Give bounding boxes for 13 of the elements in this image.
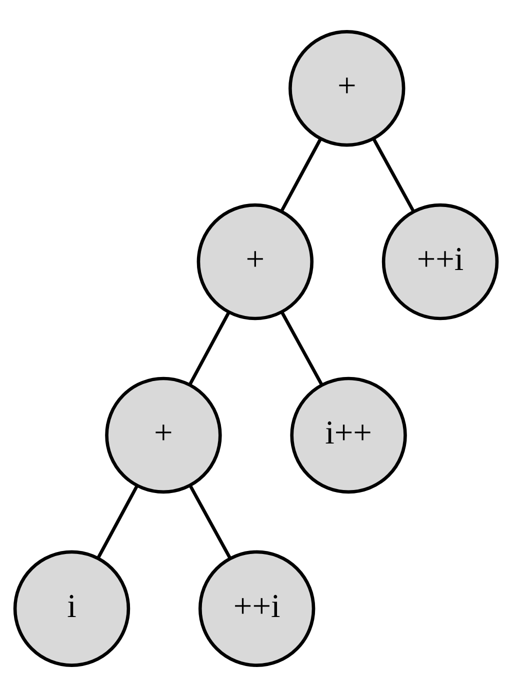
node-circle: + <box>196 203 314 320</box>
connector <box>188 484 232 560</box>
node-circle: + <box>105 376 222 494</box>
connector <box>280 311 324 386</box>
node-circle: ++i <box>382 203 499 320</box>
node-circle: i <box>13 550 130 667</box>
connector <box>96 484 139 560</box>
connector <box>372 138 415 212</box>
connector <box>280 138 322 212</box>
node-circle: i++ <box>290 376 407 494</box>
connector <box>188 311 230 386</box>
node-circle: ++i <box>198 550 316 667</box>
node-circle: + <box>288 30 406 147</box>
